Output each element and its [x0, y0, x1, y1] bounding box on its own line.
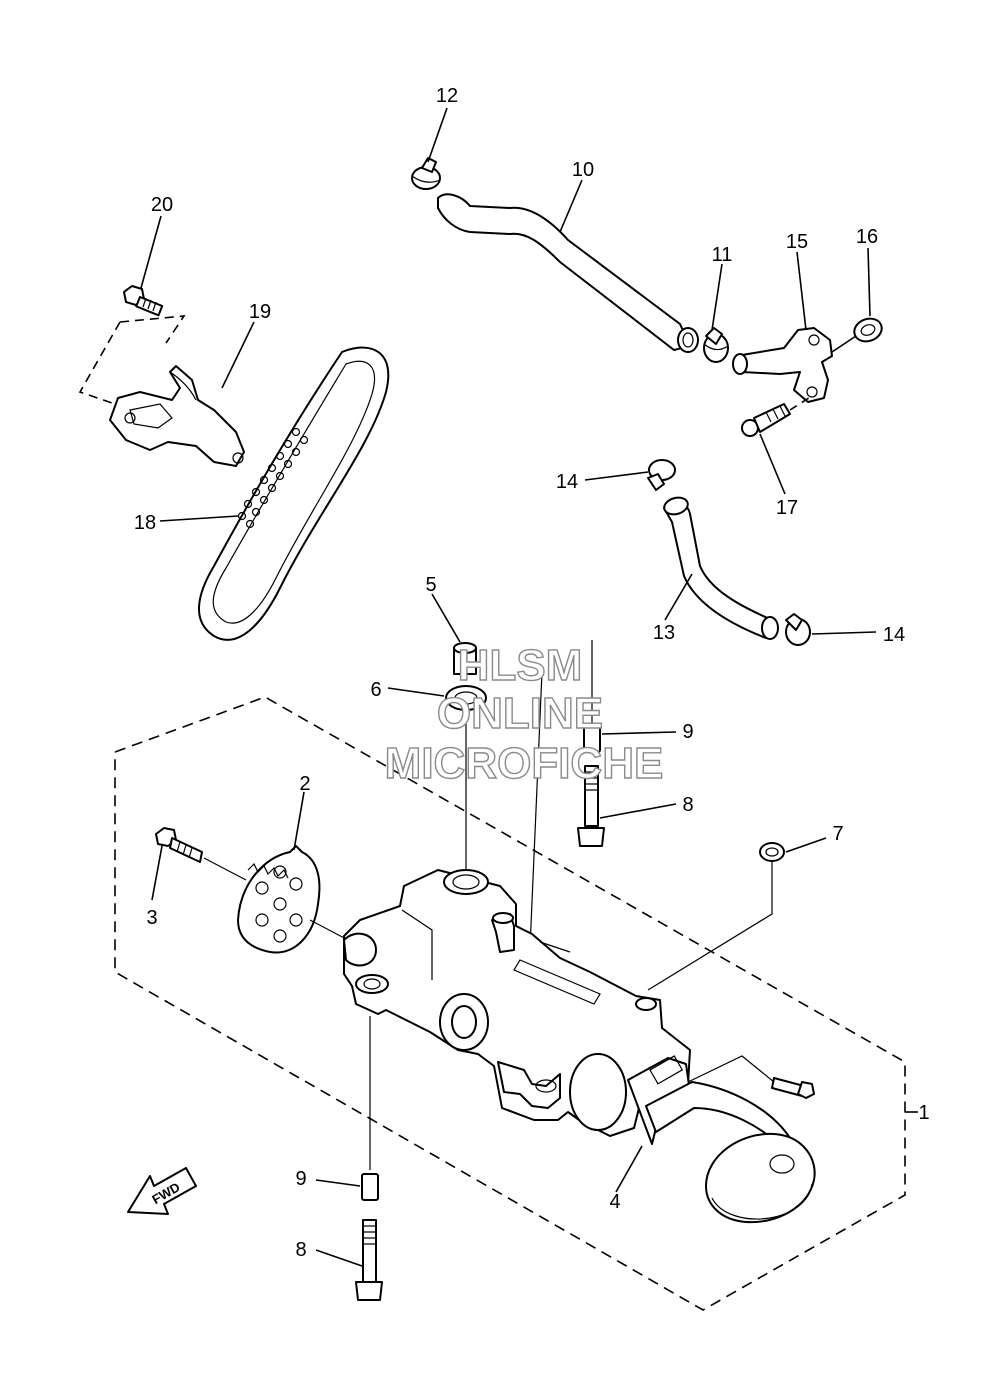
sprocket-2[interactable]: [237, 845, 321, 954]
bolt-8-upper[interactable]: [577, 765, 605, 847]
leader-14-upper: [584, 471, 649, 481]
breather-pipe-15[interactable]: [732, 327, 833, 403]
callout-15: 15: [786, 231, 808, 253]
callout-9-upper: 9: [682, 721, 693, 743]
callout-2: 2: [299, 773, 310, 795]
callout-6: 6: [370, 679, 381, 701]
o-ring-16[interactable]: [851, 315, 885, 345]
hose-clamp-12[interactable]: [411, 157, 441, 190]
leader-4: [615, 1145, 643, 1193]
hose-clamp-14-lower[interactable]: [785, 613, 811, 646]
oil-pump-body[interactable]: [343, 869, 691, 1137]
leader-11: [711, 263, 723, 331]
leader-17: [759, 395, 813, 495]
drive-chain-18[interactable]: [198, 346, 390, 641]
callout-13: 13: [653, 622, 675, 644]
bolt-17[interactable]: [741, 403, 791, 437]
callout-14-lower: 14: [883, 624, 905, 646]
callout-labels: 12 10 20 11 15 16 19 17 14 18 5 13 14 6 …: [134, 85, 930, 1261]
leader-5: [431, 593, 461, 643]
o-ring-7[interactable]: [759, 842, 785, 862]
callout-9-lower: 9: [295, 1168, 306, 1190]
callout-8-lower: 8: [295, 1239, 306, 1261]
watermark-line-2: ONLINE: [437, 689, 603, 738]
leader-8-upper: [529, 640, 677, 949]
dowel-pin-9-upper[interactable]: [583, 725, 601, 753]
leader-3: [151, 845, 247, 901]
callout-4: 4: [609, 1191, 620, 1213]
leader-8-lower: [315, 1249, 363, 1267]
leader-15: [796, 251, 807, 331]
chain-links-18: [237, 427, 309, 529]
leader-16: [831, 247, 871, 353]
hose-clamp-11[interactable]: [703, 327, 729, 363]
leader-13: [664, 573, 693, 621]
callout-1: 1: [918, 1102, 929, 1124]
hose-clamp-14-upper[interactable]: [647, 459, 676, 491]
leader-18: [159, 515, 239, 522]
leader-9-upper: [601, 731, 677, 735]
callout-16: 16: [856, 226, 878, 248]
bolt-20[interactable]: [123, 285, 164, 317]
breather-hose-10[interactable]: [437, 193, 699, 353]
leader-20: [78, 215, 186, 405]
oil-strainer-4[interactable]: [627, 1055, 816, 1224]
watermark-line-3: MICROFICHE: [385, 739, 664, 788]
callout-14-upper: 14: [556, 471, 578, 493]
leader-7: [647, 837, 827, 991]
callout-3: 3: [146, 907, 157, 929]
callout-10: 10: [572, 159, 594, 181]
leader-14-lower: [811, 631, 877, 635]
forward-direction-arrow: FWD: [127, 1167, 197, 1215]
dowel-pin-9-lower[interactable]: [361, 1173, 379, 1201]
o-ring-6[interactable]: [445, 685, 487, 711]
callout-19: 19: [249, 301, 271, 323]
chain-guide-19[interactable]: [109, 365, 245, 467]
leader-6: [387, 687, 467, 872]
bolt-8-lower[interactable]: [355, 1219, 383, 1301]
leader-19: [221, 321, 255, 389]
leader-2: [293, 791, 349, 941]
watermark: HLSM ONLINE MICROFICHE: [384, 640, 664, 788]
leader-12: [427, 107, 448, 163]
callout-8-upper: 8: [682, 794, 693, 816]
callout-11: 11: [712, 244, 733, 266]
callout-7: 7: [832, 823, 843, 845]
callout-12: 12: [436, 85, 458, 107]
leader-9-lower: [315, 1016, 371, 1187]
oil-pump-assembly-boundary: [114, 696, 918, 1311]
callout-5: 5: [425, 574, 436, 596]
callout-20: 20: [151, 194, 173, 216]
callout-18: 18: [134, 512, 156, 534]
callout-17: 17: [776, 497, 798, 519]
bolt-3[interactable]: [155, 827, 203, 863]
watermark-line-1: HLSM: [458, 641, 583, 690]
collar-5[interactable]: [453, 642, 477, 675]
strainer-bolt[interactable]: [687, 1055, 815, 1099]
hose-13[interactable]: [662, 495, 779, 640]
leader-10: [559, 179, 583, 233]
